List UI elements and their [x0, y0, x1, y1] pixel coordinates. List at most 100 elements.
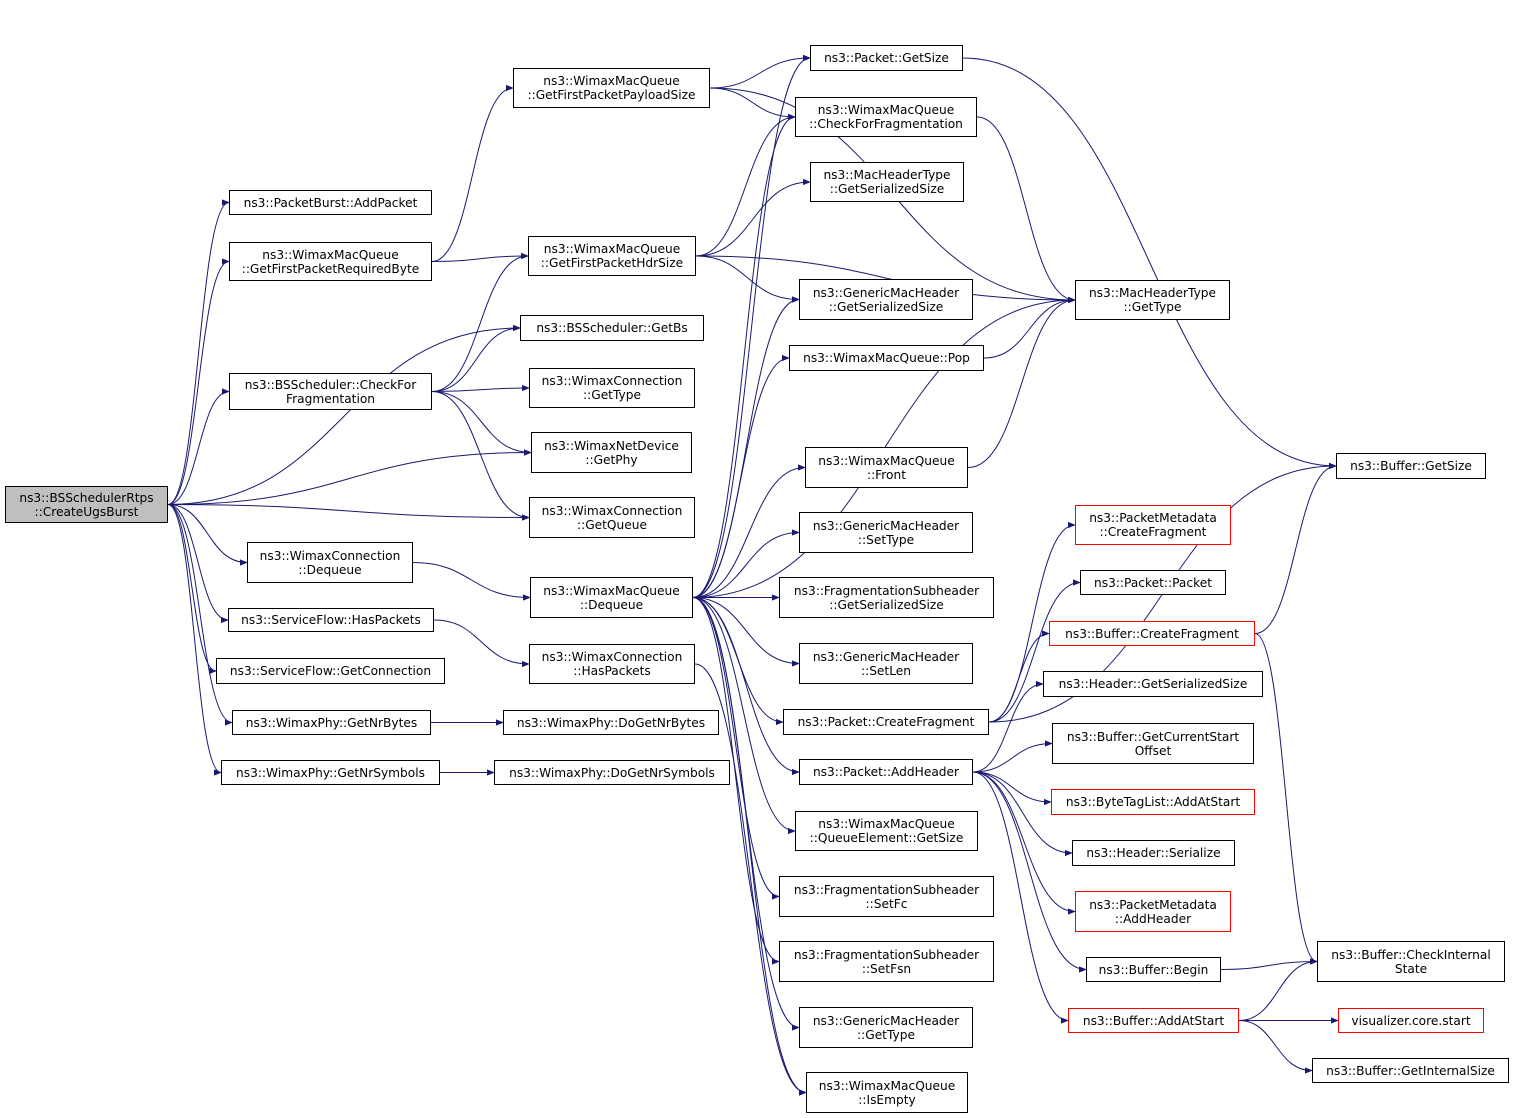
node-label-line: ns3::WimaxConnection — [259, 548, 401, 563]
call-edge — [1238, 958, 1318, 1021]
node-macheadertype-gettype[interactable]: ns3::MacHeaderType ::GetType — [1075, 280, 1230, 320]
call-edge — [692, 464, 806, 598]
node-label-line: ns3::WimaxMacQueue::Pop — [803, 351, 970, 365]
node-fragmentationsubheader-getserializedsize[interactable]: ns3::FragmentationSubheader ::GetSeriali… — [779, 577, 994, 618]
node-serviceflow-getconnection[interactable]: ns3::ServiceFlow::GetConnection — [216, 658, 445, 684]
node-wimaxphy-dogetnrbytes[interactable]: ns3::WimaxPhy::DoGetNrBytes — [503, 710, 719, 735]
node-wimaxmacqueue-pop[interactable]: ns3::WimaxMacQueue::Pop — [789, 345, 984, 371]
node-bsscheduler-getbs[interactable]: ns3::BSScheduler::GetBs — [520, 315, 704, 341]
node-label-line: Offset — [1134, 743, 1172, 758]
call-edge — [972, 740, 1053, 773]
node-header-getserializedsize[interactable]: ns3::Header::GetSerializedSize — [1043, 671, 1263, 697]
node-packet-addheader[interactable]: ns3::Packet::AddHeader — [799, 759, 973, 785]
node-buffer-begin[interactable]: ns3::Buffer::Begin — [1086, 957, 1221, 982]
node-buffer-getinternalsize[interactable]: ns3::Buffer::GetInternalSize — [1312, 1058, 1509, 1083]
call-edge — [988, 630, 1050, 723]
node-header-serialize[interactable]: ns3::Header::Serialize — [1072, 840, 1235, 866]
node-serviceflow-haspackets[interactable]: ns3::ServiceFlow::HasPackets — [228, 608, 434, 632]
node-label-line: ns3::PacketBurst::AddPacket — [243, 195, 418, 210]
call-edge — [1238, 1020, 1313, 1074]
call-edge — [1220, 958, 1318, 970]
node-label-line: ::SetFsn — [861, 961, 912, 976]
node-packetmetadata-addheader[interactable]: ns3::PacketMetadata ::AddHeader — [1075, 891, 1231, 932]
node-fragmentationsubheader-setfc[interactable]: ns3::FragmentationSubheader ::SetFc — [779, 876, 994, 917]
node-genericmacheader-gettype[interactable]: ns3::GenericMacHeader ::GetType — [799, 1007, 973, 1048]
node-buffer-addatstart[interactable]: ns3::Buffer::AddAtStart — [1068, 1008, 1239, 1033]
node-packetmetadata-createfragment[interactable]: ns3::PacketMetadata ::CreateFragment — [1075, 505, 1231, 545]
node-label-line: ns3::ByteTagList::AddAtStart — [1065, 795, 1241, 809]
call-edge — [967, 296, 1076, 468]
call-edge — [692, 597, 796, 835]
node-wimaxmacqueue-dequeue[interactable]: ns3::WimaxMacQueue ::Dequeue — [530, 577, 693, 618]
call-edge — [972, 771, 1076, 915]
call-edge — [692, 597, 800, 667]
node-genericmacheader-settype[interactable]: ns3::GenericMacHeader ::SetType — [799, 512, 973, 553]
call-edge — [692, 113, 796, 598]
node-label-line: ns3::Buffer::GetInternalSize — [1326, 1063, 1495, 1078]
node-wimaxmacqueue-checkforfragmentation[interactable]: ns3::WimaxMacQueue ::CheckForFragmentati… — [795, 97, 977, 137]
node-label-line: ::GetType — [857, 1027, 915, 1042]
call-edge — [972, 771, 1052, 806]
node-wimaxnetdevice-getphy[interactable]: ns3::WimaxNetDevice ::GetPhy — [531, 432, 692, 473]
node-label-line: ns3::WimaxConnection — [541, 503, 683, 518]
node-buffer-getcurrentstartoffset[interactable]: ns3::Buffer::GetCurrentStart Offset — [1052, 723, 1254, 764]
node-bsscheduler-checkforfragmentation[interactable]: ns3::BSScheduler::CheckFor Fragmentation — [229, 373, 432, 410]
node-bytetaglist-addatstart[interactable]: ns3::ByteTagList::AddAtStart — [1051, 789, 1255, 815]
node-bsschedulerrtps-createugsburst: ns3::BSSchedulerRtps ::CreateUgsBurst — [5, 486, 168, 523]
node-label-line: ns3::Packet::Packet — [1094, 575, 1212, 590]
node-wimaxconnection-haspackets[interactable]: ns3::WimaxConnection ::HasPackets — [529, 644, 695, 684]
node-label-line: ::GetFirstPacketRequiredByte — [241, 261, 420, 276]
node-label-line: ::AddHeader — [1114, 911, 1192, 926]
node-buffer-createfragment[interactable]: ns3::Buffer::CreateFragment — [1049, 621, 1255, 646]
call-edge — [431, 252, 529, 392]
node-wimaxmacqueue-front[interactable]: ns3::WimaxMacQueue ::Front — [805, 447, 968, 488]
node-packet-packet[interactable]: ns3::Packet::Packet — [1080, 570, 1226, 595]
node-label-line: ns3::GenericMacHeader — [812, 1013, 960, 1028]
node-wimaxmacqueue-isempty[interactable]: ns3::WimaxMacQueue ::IsEmpty — [806, 1072, 968, 1113]
node-wimaxphy-getnrbytes[interactable]: ns3::WimaxPhy::GetNrBytes — [232, 710, 431, 735]
node-wimaxmacqueue-queueelement-getsize[interactable]: ns3::WimaxMacQueue ::QueueElement::GetSi… — [795, 811, 978, 851]
node-wimaxmacqueue-getfirstpacketrequiredbyte[interactable]: ns3::WimaxMacQueue ::GetFirstPacketRequi… — [229, 242, 432, 281]
node-label-line: ns3::WimaxMacQueue — [817, 103, 955, 117]
node-label-line: ns3::WimaxMacQueue — [262, 247, 399, 262]
node-wimaxmacqueue-getfirstpacketpayloadsize[interactable]: ns3::WimaxMacQueue ::GetFirstPacketPaylo… — [513, 68, 710, 108]
node-packet-createfragment[interactable]: ns3::Packet::CreateFragment — [783, 709, 989, 735]
node-label-line: ::SetType — [857, 532, 915, 547]
node-wimaxconnection-getqueue[interactable]: ns3::WimaxConnection ::GetQueue — [529, 497, 695, 538]
node-label-line: ns3::Buffer::CreateFragment — [1065, 626, 1239, 641]
call-edge — [709, 54, 811, 89]
node-fragmentationsubheader-setfsn[interactable]: ns3::FragmentationSubheader ::SetFsn — [779, 941, 994, 982]
node-label-line: ::CreateFragment — [1099, 525, 1207, 539]
call-edge — [695, 255, 800, 303]
call-edge — [695, 255, 1076, 304]
node-buffer-checkinternalstate[interactable]: ns3::Buffer::CheckInternal State — [1317, 941, 1505, 982]
node-buffer-getsize[interactable]: ns3::Buffer::GetSize — [1336, 453, 1486, 479]
node-label-line: ns3::ServiceFlow::HasPackets — [241, 613, 421, 627]
node-visualizer-core-start[interactable]: visualizer.core.start — [1338, 1008, 1484, 1033]
node-label-line: ns3::WimaxPhy::GetNrBytes — [245, 715, 418, 730]
call-edge — [167, 504, 248, 566]
node-label-line: visualizer.core.start — [1351, 1013, 1471, 1028]
node-genericmacheader-getserializedsize[interactable]: ns3::GenericMacHeader ::GetSerializedSiz… — [799, 279, 973, 320]
node-packetburst-addpacket[interactable]: ns3::PacketBurst::AddPacket — [229, 190, 432, 215]
node-label-line: ::GetFirstPacketHdrSize — [540, 256, 684, 270]
node-label-line: ns3::Buffer::GetSize — [1350, 459, 1472, 473]
node-label-line: ::GetType — [583, 388, 641, 402]
call-edge — [167, 504, 217, 675]
node-wimaxconnection-gettype[interactable]: ns3::WimaxConnection ::GetType — [529, 368, 695, 408]
call-edge — [692, 597, 780, 900]
node-wimaxconnection-dequeue[interactable]: ns3::WimaxConnection ::Dequeue — [247, 542, 413, 583]
node-wimaxphy-getnrsymbols[interactable]: ns3::WimaxPhy::GetNrSymbols — [221, 760, 440, 785]
call-edge — [412, 562, 531, 601]
call-edge — [972, 771, 1087, 973]
node-macheadertype-getserializedsize[interactable]: ns3::MacHeaderType ::GetSerializedSize — [810, 162, 964, 202]
node-packet-getsize[interactable]: ns3::Packet::GetSize — [810, 45, 963, 71]
node-wimaxphy-dogetnrsymbols[interactable]: ns3::WimaxPhy::DoGetNrSymbols — [494, 760, 730, 785]
node-wimaxmacqueue-getfirstpackethdrsize[interactable]: ns3::WimaxMacQueue ::GetFirstPacketHdrSi… — [528, 236, 696, 276]
node-label-line: ns3::Buffer::CheckInternal — [1331, 947, 1491, 962]
node-label-line: ns3::WimaxPhy::GetNrSymbols — [236, 765, 425, 780]
node-genericmacheader-setlen[interactable]: ns3::GenericMacHeader ::SetLen — [799, 643, 973, 684]
call-edge — [167, 258, 230, 505]
call-edge — [692, 354, 790, 598]
call-edge — [695, 113, 796, 257]
